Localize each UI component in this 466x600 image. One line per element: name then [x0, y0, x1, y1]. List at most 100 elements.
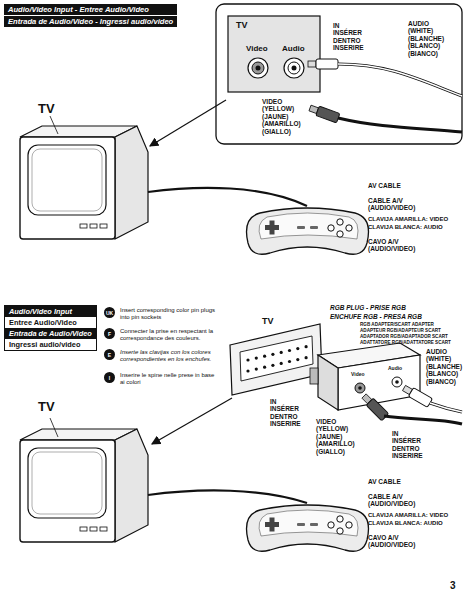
language-bullet: I: [104, 372, 115, 383]
label: Audio: [388, 366, 402, 372]
label: IN INSÉRER DENTRO INSERIRE: [392, 430, 423, 460]
language-bullet: UK: [104, 307, 115, 318]
gamepad: [247, 505, 369, 551]
av-cable: [148, 188, 307, 206]
adapter-audio-jack: [392, 377, 402, 387]
heading-text: Entree Audio/Video: [5, 317, 96, 328]
label: Video: [246, 44, 268, 53]
drawing-part: [384, 416, 462, 424]
label: CABLE A/V (AUDIO/VIDEO): [368, 493, 428, 508]
inset-frame: [216, 4, 462, 144]
yellow-plug: [308, 103, 340, 123]
label: AUDIO (WHITE) (BLANCHE) (BLANCO) (BIANCO…: [408, 20, 444, 57]
label: IN INSÉRER DENTRO INSERIRE: [270, 398, 301, 428]
socket-holes: [246, 345, 307, 373]
socket-hole: [263, 355, 266, 358]
label: CLAVIJA BLANCA: AUDIO: [368, 224, 443, 231]
tv-set: [20, 429, 148, 542]
leader-line: [50, 418, 58, 437]
language-code: E: [104, 349, 115, 360]
label: ADAPTEUR RGB/ADAPTEUR SCART: [360, 328, 441, 333]
label: TV: [236, 20, 248, 30]
label: VIDEO (YELLOW) (JAUNE) (AMARILLO) (GIALL…: [316, 418, 355, 455]
drawing-part: [338, 355, 420, 410]
socket-hole: [246, 358, 249, 361]
heading-text: Audio/Video Input: [5, 306, 96, 317]
label: Audio: [282, 44, 305, 53]
drawing-part: [252, 62, 264, 74]
drawing-part: [240, 336, 313, 381]
label: Connecter la prise en respectant la corr…: [120, 328, 216, 342]
white-cable: [338, 64, 462, 96]
socket-hole: [246, 369, 249, 372]
pointer-arrow: [152, 398, 232, 444]
drawing-part: [310, 368, 318, 384]
label: AUDIO (WHITE) (BLANCHE) (BLANCO) (BIANCO…: [426, 348, 462, 385]
label: VIDEO (YELLOW) (JAUNE) (AMARILLO) (GIALL…: [262, 98, 301, 135]
heading-text: Ingressi audio/video: [5, 339, 96, 350]
socket-hole: [280, 351, 283, 354]
label: ADATTATORE RGB/ADATTATORE SCART: [360, 340, 451, 345]
drawing-part: [338, 64, 462, 96]
audio-jack: [284, 58, 304, 78]
socket-hole: [305, 356, 308, 359]
label: CLAVIJA AMARILLA: VIDEO: [368, 512, 448, 519]
pointer-arrow: [150, 100, 226, 146]
socket-hole: [288, 349, 291, 352]
rgb-socket-panel: [230, 324, 322, 395]
label: CLAVIJA AMARILLA: VIDEO: [368, 216, 448, 223]
drawing-part: [318, 355, 338, 410]
drawing-part: [358, 386, 362, 390]
label: Inserire le spine nelle prese in base ai…: [120, 372, 216, 386]
yellow-cable: [338, 118, 462, 132]
heading-text: Audio/Video Input - Entree Audio/Video: [4, 4, 177, 15]
label: TV: [38, 400, 55, 415]
label: RGB ADAPTER/SCART ADAPTER: [360, 322, 434, 327]
language-code: I: [104, 372, 115, 383]
drawing-part: [395, 380, 399, 384]
socket-hole: [280, 362, 283, 365]
label: ADAPTADOR RGB/ADAPTADOR SCART: [360, 334, 448, 339]
label: Insert corresponding color pin plugs int…: [120, 307, 216, 321]
label: Inserte las clavijas con los colores cor…: [120, 349, 216, 363]
socket-hole: [271, 364, 274, 367]
heading-text: Entrada de Audio/Video - Ingressi audio/…: [4, 16, 177, 27]
white-plug: [308, 59, 338, 69]
socket-hole: [271, 353, 274, 356]
socket-hole: [296, 347, 299, 350]
language-code: UK: [104, 307, 115, 318]
label: CABLE A/V (AUDIO/VIDEO): [368, 197, 428, 212]
socket-hole: [305, 345, 308, 348]
drawing-part: [256, 66, 261, 71]
socket-hole: [255, 357, 258, 360]
language-bullet: F: [104, 328, 115, 339]
adapter-video-jack: [355, 383, 365, 393]
heading-text: Entrada de Audio/Video: [5, 328, 96, 339]
drawing-part: [430, 403, 462, 412]
label: IN INSÉRER DENTRO INSERIRE: [333, 22, 364, 52]
drawing-part: [288, 62, 300, 74]
tv-set: [20, 126, 148, 239]
label: RGB PLUG - PRISE RGB: [330, 304, 406, 311]
label: AV CABLE: [368, 478, 401, 485]
socket-hole: [296, 358, 299, 361]
language-code: F: [104, 328, 115, 339]
gamepad: [247, 208, 369, 254]
label: AV CABLE: [368, 182, 401, 189]
label: CAVO A/V (AUDIO/VIDEO): [368, 238, 428, 253]
label: Video: [351, 372, 365, 378]
label: CLAVIJA BLANCA: AUDIO: [368, 520, 443, 527]
socket-hole: [263, 366, 266, 369]
label: ENCHUFE RGB - PRESA RGB: [330, 313, 422, 320]
drawing-part: [292, 66, 297, 71]
white-plug: [402, 384, 433, 408]
video-jack: [248, 58, 268, 78]
socket-hole: [255, 368, 258, 371]
label: TV: [262, 316, 274, 326]
label: TV: [38, 102, 55, 117]
leader-line: [50, 116, 58, 134]
av-cable: [148, 490, 307, 503]
language-bullet: E: [104, 349, 115, 360]
heading-band: Audio/Video InputEntree Audio/VideoEntra…: [4, 305, 97, 351]
